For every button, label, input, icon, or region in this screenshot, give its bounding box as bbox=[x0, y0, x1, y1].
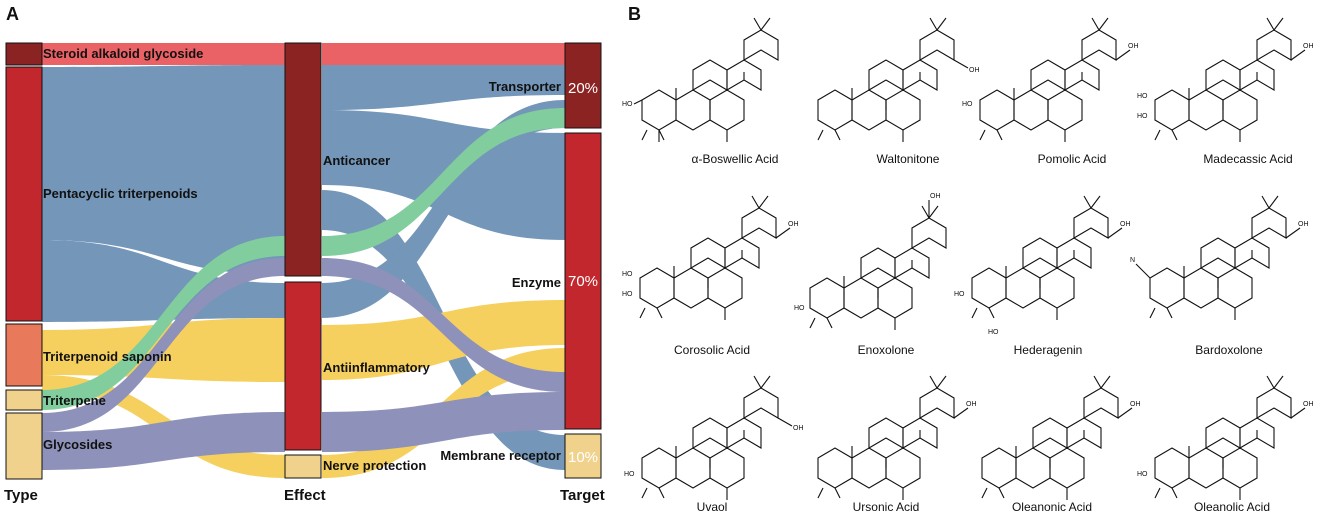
column-title-effect: Effect bbox=[284, 487, 326, 504]
compound-name-hederagenin: Hederagenin bbox=[1014, 343, 1083, 357]
structures-grid: B HO α-Boswellic Acid OH Waltonitone OH … bbox=[622, 4, 1314, 514]
svg-text:HO: HO bbox=[622, 271, 633, 278]
svg-text:OH: OH bbox=[930, 193, 941, 200]
svg-text:OH: OH bbox=[793, 425, 804, 432]
compound-name-madecassic-acid: Madecassic Acid bbox=[1203, 152, 1292, 166]
svg-text:OH: OH bbox=[1130, 401, 1141, 408]
compound-name-enoxolone: Enoxolone bbox=[858, 343, 915, 357]
label-steroid-alkaloid-glycoside: Steroid alkaloid glycoside bbox=[43, 46, 203, 61]
column-title-type: Type bbox=[4, 487, 38, 504]
node-antiinflammatory bbox=[284, 281, 322, 451]
node-triterpene bbox=[5, 389, 43, 411]
label-membrane-receptor: Membrane receptor bbox=[440, 448, 561, 463]
flow-steroid-anticancer bbox=[42, 43, 285, 65]
sankey-diagram: A bbox=[4, 4, 605, 504]
label-triterpenoid-saponin: Triterpenoid saponin bbox=[43, 349, 172, 364]
compound-name-pomolic-acid: Pomolic Acid bbox=[1038, 152, 1107, 166]
svg-text:OH: OH bbox=[1120, 221, 1131, 228]
flow-antiinflammatory-enzyme-purple bbox=[322, 392, 565, 452]
svg-text:HO: HO bbox=[1137, 471, 1148, 478]
structure-uvaol: OH HO bbox=[624, 375, 804, 501]
node-nerve-protection bbox=[284, 454, 322, 479]
compound-name-oleanonic-acid: Oleanonic Acid bbox=[1012, 500, 1092, 514]
flow-antiinflammatory-enzyme bbox=[322, 300, 565, 380]
structure-alpha-boswellic-acid: HO bbox=[622, 17, 779, 143]
flow-antiinflammatory-transporter bbox=[322, 100, 565, 318]
structure-oleanonic-acid: OH bbox=[981, 375, 1141, 501]
node-glycosides bbox=[5, 412, 43, 480]
flow-anticancer-transporter bbox=[322, 65, 565, 110]
svg-text:HO: HO bbox=[622, 101, 633, 108]
svg-text:OH: OH bbox=[1303, 43, 1314, 50]
structure-pomolic-acid: OH HO bbox=[962, 17, 1139, 143]
flow-anticancer-transporter-steroid bbox=[322, 43, 565, 65]
label-glycosides: Glycosides bbox=[43, 437, 112, 452]
column-title-target: Target bbox=[560, 487, 605, 504]
structure-waltonitone: OH bbox=[817, 17, 980, 143]
structures-panel: B HO α-Boswellic Acid OH Waltonitone OH … bbox=[620, 0, 1325, 516]
percent-membrane-receptor: 10% bbox=[568, 449, 598, 466]
svg-text:OH: OH bbox=[1128, 43, 1139, 50]
structure-bardoxolone: OH N bbox=[1130, 195, 1309, 321]
sankey-panel: A bbox=[0, 0, 620, 516]
compound-name-corosolic-acid: Corosolic Acid bbox=[674, 343, 750, 357]
flow-triterpene-anticancer bbox=[42, 236, 285, 410]
structure-enoxolone: OH HO bbox=[794, 193, 947, 331]
svg-text:HO: HO bbox=[954, 291, 965, 298]
svg-text:OH: OH bbox=[1298, 221, 1309, 228]
panel-letter-a: A bbox=[6, 4, 19, 24]
label-pentacyclic-triterpenoids: Pentacyclic triterpenoids bbox=[43, 186, 198, 201]
svg-text:HO: HO bbox=[794, 305, 805, 312]
node-anticancer bbox=[284, 42, 322, 277]
svg-text:HO: HO bbox=[622, 291, 633, 298]
svg-text:HO: HO bbox=[962, 101, 973, 108]
label-anticancer: Anticancer bbox=[323, 153, 390, 168]
node-pentacyclic-triterpenoids bbox=[5, 66, 43, 322]
structure-corosolic-acid: OH HO HO bbox=[622, 195, 799, 321]
flow-glycosides-anticancer bbox=[42, 258, 285, 432]
structure-oleanolic-acid: OH HO bbox=[1137, 375, 1314, 501]
node-membrane-receptor bbox=[564, 433, 602, 479]
compound-name-oleanolic-acid: Oleanolic Acid bbox=[1194, 500, 1270, 514]
svg-text:HO: HO bbox=[988, 329, 999, 336]
flow-anticancer-enzyme-purple bbox=[322, 258, 565, 392]
structure-ursonic-acid: OH bbox=[817, 375, 977, 501]
svg-text:N: N bbox=[1130, 257, 1135, 264]
svg-text:OH: OH bbox=[788, 221, 799, 228]
compound-name-waltonitone: Waltonitone bbox=[877, 152, 940, 166]
svg-text:HO: HO bbox=[1137, 113, 1148, 120]
panel-letter-b: B bbox=[628, 4, 641, 24]
node-steroid-alkaloid-glycoside bbox=[5, 42, 43, 66]
svg-text:HO: HO bbox=[624, 471, 635, 478]
node-enzyme bbox=[564, 132, 602, 430]
label-triterpene: Triterpene bbox=[43, 393, 106, 408]
label-enzyme: Enzyme bbox=[512, 275, 561, 290]
label-transporter: Transporter bbox=[489, 79, 561, 94]
percent-enzyme: 70% bbox=[568, 273, 598, 290]
node-triterpenoid-saponin bbox=[5, 323, 43, 387]
svg-text:OH: OH bbox=[1303, 401, 1314, 408]
flow-pentacyclic-anticancer bbox=[42, 65, 285, 275]
label-antiinflammatory: Antiinflammatory bbox=[323, 360, 431, 375]
compound-name-ursonic-acid: Ursonic Acid bbox=[853, 500, 920, 514]
flow-anticancer-transporter-green bbox=[322, 108, 565, 256]
percent-transporter: 20% bbox=[568, 80, 598, 97]
compound-name-alpha-boswellic-acid: α-Boswellic Acid bbox=[692, 152, 779, 166]
svg-text:OH: OH bbox=[969, 67, 980, 74]
label-nerve-protection: Nerve protection bbox=[323, 458, 426, 473]
flow-glycosides-antiinflammatory bbox=[42, 412, 285, 470]
compound-name-uvaol: Uvaol bbox=[697, 500, 728, 514]
structure-madecassic-acid: OH HO HO bbox=[1137, 17, 1314, 143]
svg-text:OH: OH bbox=[966, 401, 977, 408]
node-transporter bbox=[564, 42, 602, 129]
structure-hederagenin: OH HO HO bbox=[954, 195, 1131, 336]
flow-pentacyclic-antiinflammatory bbox=[42, 240, 285, 322]
svg-text:HO: HO bbox=[1137, 93, 1148, 100]
compound-name-bardoxolone: Bardoxolone bbox=[1195, 343, 1263, 357]
